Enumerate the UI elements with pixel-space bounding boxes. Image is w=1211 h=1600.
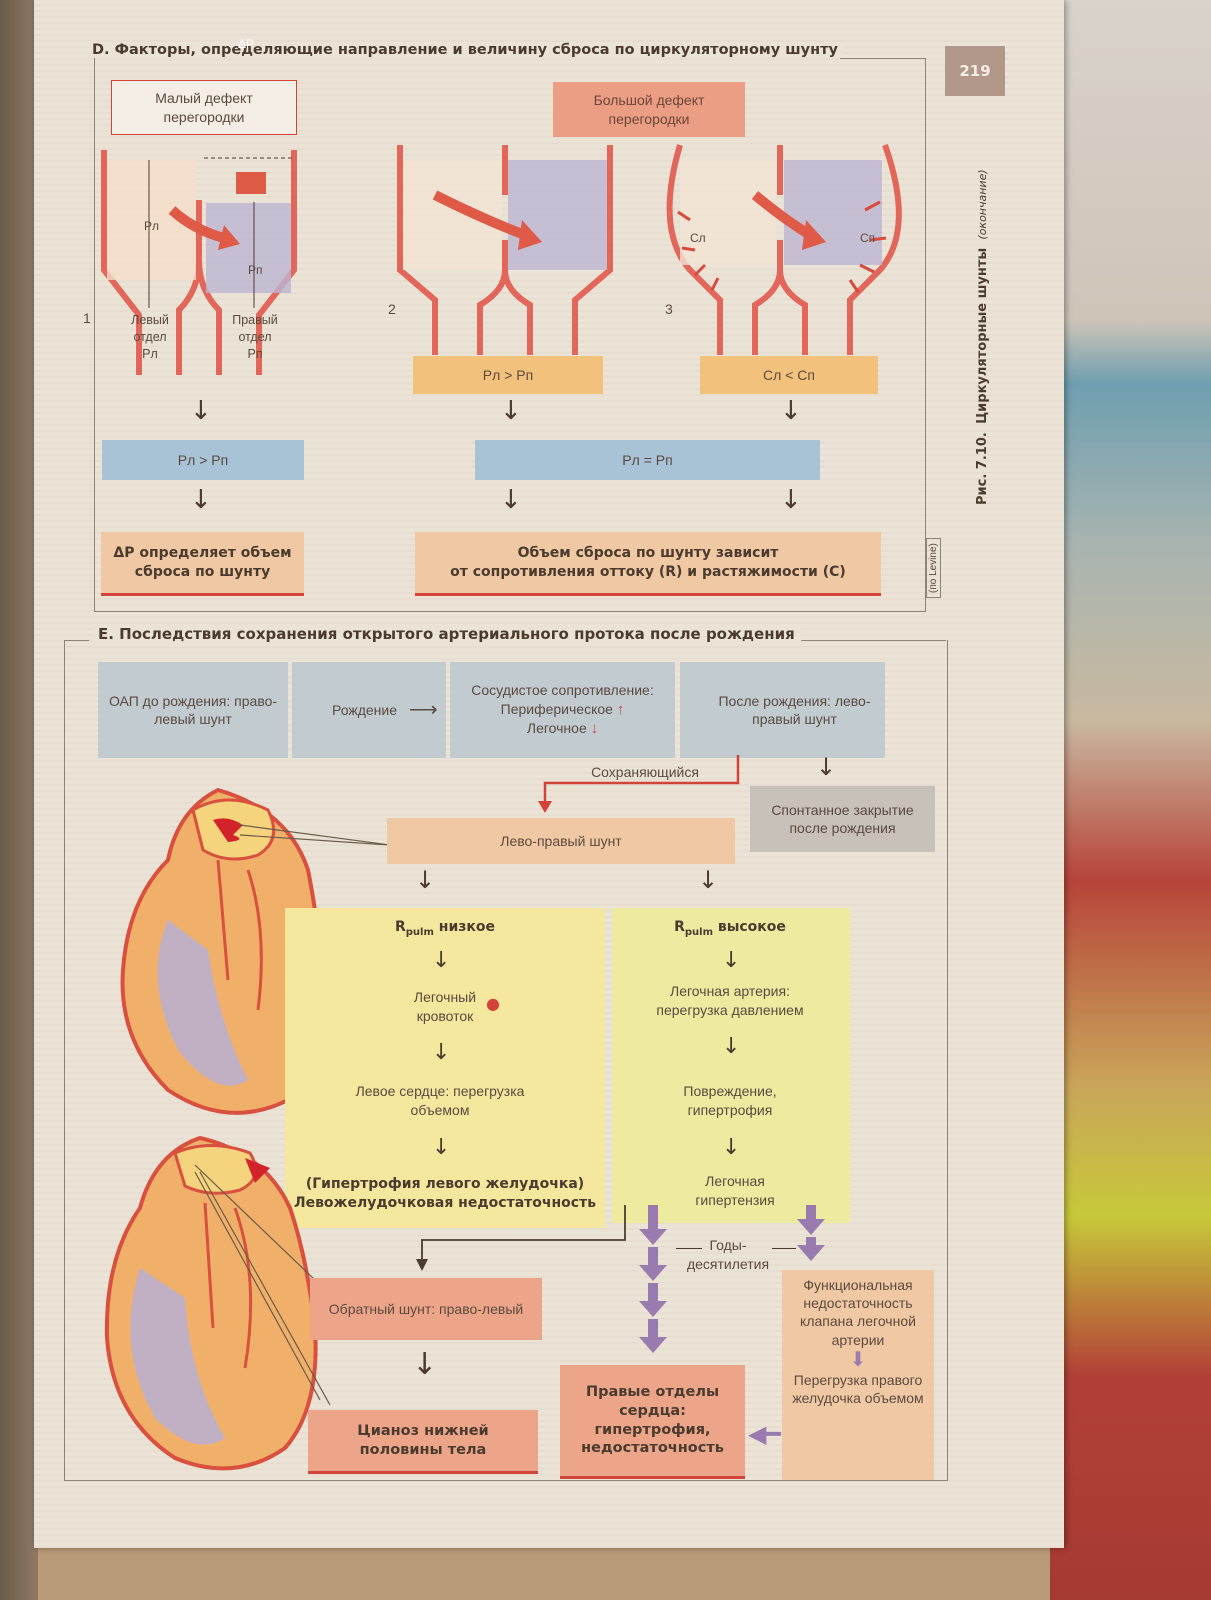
arrow-down: ↓ [500,396,522,426]
arrow-down: ↓ [432,948,451,973]
vascular-resistance-box: Сосудистое сопротивление: Периферическое… [450,662,675,758]
side-caption-note: (окончание) [976,169,989,240]
arrow-down: ↓ [432,1135,451,1160]
arrow-down: ↓ [816,753,837,781]
section-e-title: E. Последствия сохранения открытого арте… [92,625,801,643]
years-decades: Годы- десятилетия [686,1237,770,1272]
low-resistance-panel [285,908,605,1228]
pulmonary-flow: Легочный кровоток [413,989,477,1024]
credit-label: (по Levine) [926,538,941,598]
side-caption-title: Циркуляторные шунты [975,247,990,424]
diagram-number-3: 3 [665,301,673,317]
pl-label-1: Pл [144,219,160,233]
page-number: 219 [945,46,1005,96]
after-birth-box: После рождения: лево-правый шунт [680,662,885,758]
pp-label-1: Pп [248,263,263,277]
high-resistance-panel [612,908,850,1223]
spontaneous-closure-box: Спонтанное закрытие после рождения [750,786,935,852]
small-defect-label: Малый дефект перегородки [111,80,297,135]
arrow-down: ↓ [698,866,719,894]
book-spine [0,0,38,1600]
heart-pointer-lines-lower [194,1164,331,1406]
cl-label: Cл [690,231,706,245]
valve-insufficiency-box: Функциональная недостаточность клапана л… [782,1270,934,1480]
result-small-defect: ΔP определяет объем сброса по шунту [101,532,304,596]
heart-illustration-upper [120,787,329,1115]
r-pulm-low: Rpulm низкое [394,919,495,938]
diagram-number-1: 1 [83,310,91,326]
pressure-comparison-box: Pл > Pп [413,356,603,394]
purple-arrow-column-right [797,1205,825,1261]
arrow-down: ↓ [415,866,436,894]
heart-pointer-line [240,824,391,846]
arrow-down: ↓ [432,1040,451,1065]
large-defect-label: Большой дефект перегородки [553,82,745,137]
pa-pressure-overload: Легочная артерия: перегрузка давлением [656,983,804,1018]
arrow-down: ↓ [780,485,802,515]
reverse-shunt-box: Обратный шунт: право-левый [310,1278,542,1340]
persisting-label: Сохраняющийся [591,764,699,780]
birth-box: Рождение⟶ [292,662,446,758]
oap-before-birth: ОАП до рождения: право-левый шунт [98,662,288,758]
blue-result-box-1: Pл > Pп [102,440,304,480]
diagram-large-defect-pressure [397,145,613,355]
left-right-shunt-box: Лево-правый шунт [387,818,735,864]
cp-label: Cп [860,231,876,245]
persisting-arrow [538,755,740,813]
heart-illustration-lower [104,1135,318,1471]
purple-arrow-left: ◀━ [748,1420,781,1448]
diagram-number-2: 2 [388,301,396,317]
arrow-down: ↓ [722,948,741,973]
arrow-down: ↓ [190,396,212,426]
increase-bullet: ● [486,994,500,1013]
arrow-down: ↓ [722,1034,741,1059]
damage-hypertrophy: Повреждение, гипертрофия [683,1083,777,1118]
side-caption: Рис. 7.10. Циркуляторные шунты (окончани… [975,169,990,505]
side-caption-fig: Рис. 7.10. [975,432,990,505]
arrow-down: ↓ [500,485,522,515]
pulmonary-hypertension: Легочная гипертензия [695,1173,775,1208]
diagram-small-defect [101,150,297,375]
diagram-large-defect-compliance [666,144,902,355]
right-heart-box: Правые отделы сердца: гипертрофия, недос… [560,1365,745,1479]
purple-arrow-down: ⬇ [849,1348,867,1371]
arrow-down: ↓ [722,1135,741,1160]
reverse-shunt-connector [416,1205,626,1271]
arrow-down: ↓ [412,1347,438,1382]
background-right [1050,0,1211,1600]
section-d-title: D. Факторы, определяющие направление и в… [92,42,844,58]
section-d-frame [94,58,926,612]
lv-hypertrophy: (Гипертрофия левого желудочка)Левожелудо… [293,1176,597,1211]
purple-arrow-column-left [639,1205,667,1353]
cyanosis-box: Цианоз нижней половины тела [308,1410,538,1474]
left-heart-overload: Левое сердце: перегрузка объемом [355,1083,525,1118]
arrow-down: ↓ [190,485,212,515]
blue-result-box-2: Pл = Pп [475,440,820,480]
dp-label: ΔP [238,37,255,51]
arrow-down: ↓ [780,396,802,426]
section-e-frame [64,640,948,1481]
compliance-comparison-box: Cл < Cп [700,356,878,394]
r-pulm-high: Rpulm высокое [674,919,786,938]
